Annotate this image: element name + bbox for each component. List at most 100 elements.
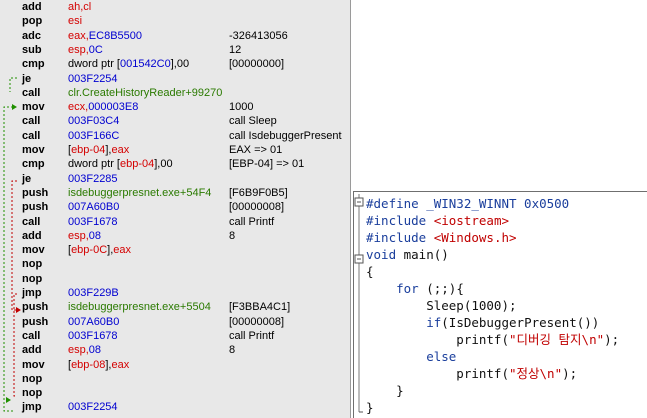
code-token: Sleep(1000); <box>366 298 517 313</box>
comment: call Sleep <box>229 115 277 128</box>
code-line[interactable]: void main() <box>366 245 449 264</box>
operand-part: dword ptr [ <box>68 58 120 71</box>
code-token: { <box>366 264 374 279</box>
code-token <box>366 315 426 330</box>
operand: 007A60B0 <box>68 200 119 215</box>
instruction-row[interactable]: mov [ebp-08],eax <box>0 358 350 373</box>
code-line[interactable]: for (;;){ <box>366 279 464 298</box>
operand: 003F2285 <box>68 172 118 187</box>
comment: [F6B9F0B5] <box>229 186 288 199</box>
code-line[interactable]: if(IsDebuggerPresent()) <box>366 313 599 332</box>
code-token: printf( <box>366 366 509 381</box>
mnemonic: cmp <box>22 58 45 71</box>
code-token: } <box>366 383 404 398</box>
source-editor[interactable]: #define _WIN32_WINNT 0x0500#include <ios… <box>353 191 647 418</box>
operand-part: 007A60B0 <box>68 201 120 214</box>
code-token: "디버깅 탐지\n" <box>509 332 605 347</box>
mnemonic: mov <box>22 358 45 371</box>
fold-gutter <box>354 194 364 413</box>
else-arrow-head <box>16 307 21 313</box>
mnemonic: call <box>22 129 41 142</box>
instruction-row[interactable]: mov[ebp-0C],eax <box>0 243 350 258</box>
mnemonic: push <box>22 201 49 214</box>
operand: esp,08 <box>68 343 101 358</box>
operand: [ebp-04],eax <box>68 143 129 158</box>
code-line[interactable]: #define _WIN32_WINNT 0x0500 <box>366 194 569 213</box>
else-branch-arrow <box>11 180 17 311</box>
instruction-row[interactable]: nop <box>0 272 350 287</box>
mnemonic: nop <box>22 387 43 400</box>
code-token: #include <box>366 213 434 228</box>
operand-part: esp, <box>68 43 89 56</box>
code-line[interactable]: #include <iostream> <box>366 211 509 230</box>
code-token: (;;){ <box>418 281 464 296</box>
mnemonic: mov <box>22 244 45 257</box>
instruction-row[interactable]: nop <box>0 386 350 401</box>
mnemonic: adc <box>22 29 41 42</box>
operand-part: 003F166C <box>68 129 120 142</box>
mnemonic: jmp <box>22 287 42 299</box>
comment: [EBP-04] => 01 <box>229 158 305 171</box>
code-line[interactable]: } <box>366 381 404 400</box>
operand: 003F1678 <box>68 215 118 230</box>
operand-part: ebp-0C <box>71 244 108 257</box>
comment: [00000008] <box>229 201 285 214</box>
operand-part: 08 <box>88 229 102 242</box>
mnemonic: add <box>22 229 42 242</box>
comment: call Printf <box>229 329 275 342</box>
operand-part: esi <box>68 15 83 28</box>
code-line[interactable]: printf("정상\n"); <box>366 364 577 383</box>
code-token: ); <box>562 366 578 381</box>
mnemonic: call <box>22 115 41 128</box>
mnemonic: call <box>22 86 41 99</box>
mnemonic: mov <box>22 101 45 114</box>
operand-part: 003F1678 <box>68 329 118 342</box>
code-line[interactable]: Sleep(1000); <box>366 296 517 315</box>
instruction-row[interactable]: call 003F1678 call Printf <box>0 329 350 344</box>
code-token: #define _WIN32_WINNT 0x0500 <box>366 196 570 211</box>
operand-part: 0C <box>88 43 103 56</box>
mnemonic: push <box>22 315 49 328</box>
operand-part: [ <box>68 244 72 257</box>
code-line[interactable]: } <box>366 398 374 417</box>
code-token: } <box>366 400 374 415</box>
code-line[interactable]: printf("디버깅 탐지\n"); <box>366 330 619 349</box>
code-line[interactable]: else <box>366 347 456 366</box>
operand: [ebp-08],eax <box>68 358 129 373</box>
code-line[interactable]: { <box>366 262 374 281</box>
operand-part: [ <box>68 358 72 371</box>
instruction-row[interactable]: push 007A60B0 [00000008] <box>0 200 350 215</box>
code-line[interactable]: #include <Windows.h> <box>366 228 517 247</box>
code-token: "정상\n" <box>509 366 563 381</box>
mnemonic: call <box>22 329 41 342</box>
instruction-row[interactable]: nop <box>0 257 350 272</box>
operand: 003F166C <box>68 129 119 144</box>
operand-part: isdebuggerpresnet.exe+54F4 <box>68 186 212 199</box>
operand-part: esp, <box>68 229 89 242</box>
code-token: void <box>366 247 397 262</box>
instruction-row[interactable]: nop <box>0 372 350 387</box>
operand-part: eax <box>113 244 132 257</box>
